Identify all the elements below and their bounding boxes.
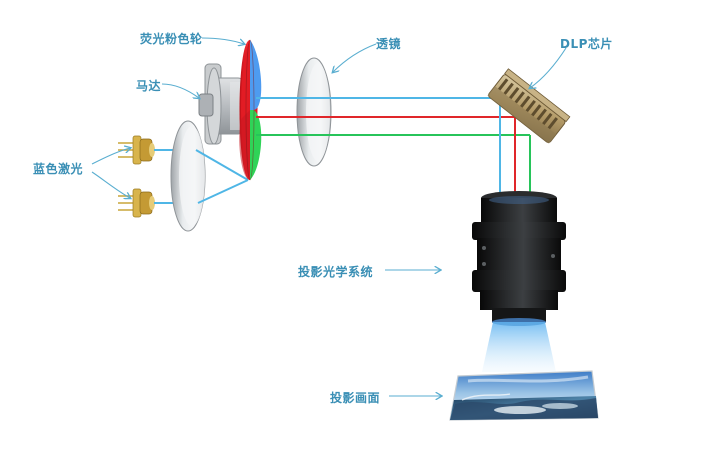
arrow-phosphor-wheel: [201, 37, 244, 44]
motor: [198, 63, 245, 145]
projected-image: [449, 370, 599, 421]
dlp-chip-label: DLP芯片: [560, 37, 613, 51]
laser-diode-top: [118, 135, 155, 165]
arrow-lens: [333, 43, 377, 72]
arrow-dlp-chip: [530, 47, 567, 88]
callout-arrows: [91, 37, 567, 396]
lens-label: 透镜: [376, 37, 402, 51]
arrow-motor: [161, 83, 199, 98]
relay-lens: [296, 57, 332, 167]
projection-lens: [472, 191, 566, 326]
projection-light-glow: [482, 322, 556, 372]
motor-label: 马达: [136, 79, 162, 93]
arrow-blue-laser-top: [91, 148, 130, 165]
converging-beams: [195, 149, 249, 204]
rgb-beams-horizontal: [256, 97, 530, 136]
projection-optics-label: 投影光学系统: [298, 265, 374, 279]
condenser-lens: [170, 120, 206, 232]
dlp-chip: [487, 68, 571, 144]
arrow-blue-laser-bottom: [91, 171, 130, 198]
blue-laser-label: 蓝色激光: [33, 162, 84, 176]
projected-image-label: 投影画面: [330, 391, 381, 405]
phosphor-wheel-label: 荧光粉色轮: [140, 32, 203, 46]
rgb-beams-vertical: [499, 98, 531, 198]
phosphor-color-wheel: [239, 39, 262, 181]
laser-diode-bottom: [118, 188, 155, 218]
